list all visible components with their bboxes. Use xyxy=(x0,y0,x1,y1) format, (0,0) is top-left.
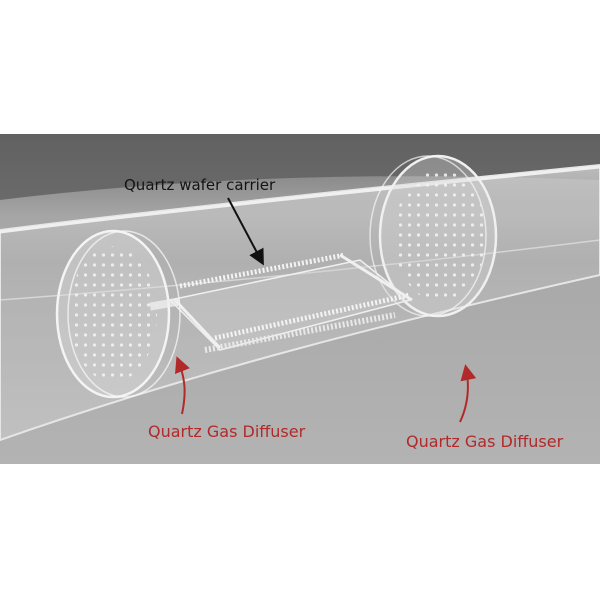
dark-upper-wall xyxy=(0,134,600,200)
wafer-carrier-label: Quartz wafer carrier xyxy=(124,176,276,194)
right-diffuser-label: Quartz Gas Diffuser xyxy=(406,432,564,451)
tube-top-highlight xyxy=(0,165,600,234)
carrier-end-left xyxy=(173,298,222,350)
left-diffuser-holes xyxy=(69,246,157,382)
right-diffuser-holes xyxy=(394,170,486,302)
left-disk-edge xyxy=(67,230,181,398)
wafer-carrier xyxy=(168,252,413,353)
right-disk-edge xyxy=(369,155,487,317)
left-diffuser-label: Quartz Gas Diffuser xyxy=(148,422,306,441)
quartz-tube-illustration xyxy=(0,134,600,464)
carrier-rod-lower xyxy=(204,312,396,353)
quartz-tube-photo xyxy=(0,134,600,464)
left-disk-hub xyxy=(149,297,181,311)
carrier-end-right xyxy=(339,253,413,302)
carrier-rod-front xyxy=(214,292,411,341)
